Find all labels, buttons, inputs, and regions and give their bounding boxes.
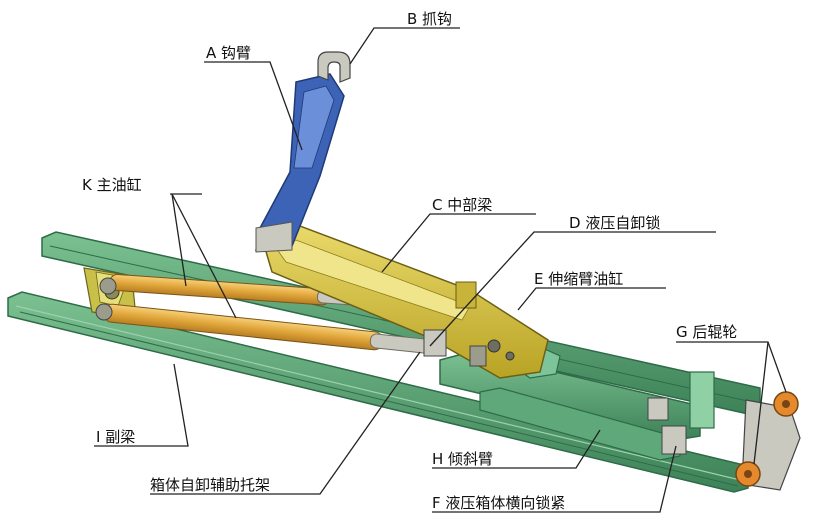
label-c-middle-beam: C 中部梁 xyxy=(432,196,493,214)
leader-c xyxy=(381,213,536,273)
leader-i xyxy=(94,363,189,447)
leader-k2 xyxy=(171,193,237,319)
leader-f xyxy=(432,445,677,513)
label-h-tilt-arm: H 倾斜臂 xyxy=(432,450,494,468)
lateral-lock xyxy=(647,371,715,455)
label-b-grab-hook: B 抓钩 xyxy=(407,10,453,28)
leader-b xyxy=(349,27,460,65)
hook-arm xyxy=(255,73,345,253)
leader-h xyxy=(432,429,601,469)
label-k-main-cylinder: K 主油缸 xyxy=(82,176,142,194)
dump-lock xyxy=(423,329,487,367)
leader-d xyxy=(429,231,716,347)
leader-k1 xyxy=(171,193,187,287)
sub-beam-rail xyxy=(7,291,749,493)
label-support-bracket: 箱体自卸辅助托架 xyxy=(150,476,271,494)
label-f-lateral-lock: F 液压箱体横向锁紧 xyxy=(432,494,566,512)
label-e-telescopic-cylinder: E 伸缩臂油缸 xyxy=(534,270,624,288)
label-i-sub-beam: I 副梁 xyxy=(96,428,136,446)
leader-g2 xyxy=(753,341,769,465)
rear-rollers xyxy=(735,391,801,491)
leader-a xyxy=(204,61,303,151)
leader-support xyxy=(150,351,421,495)
label-g-rear-roller: G 后辊轮 xyxy=(676,323,738,341)
label-d-dump-lock: D 液压自卸锁 xyxy=(569,214,661,232)
label-a-hook-arm: A 钩臂 xyxy=(206,44,252,62)
leader-e xyxy=(517,287,666,311)
leader-lines xyxy=(94,27,787,513)
grab-hook xyxy=(317,51,351,83)
